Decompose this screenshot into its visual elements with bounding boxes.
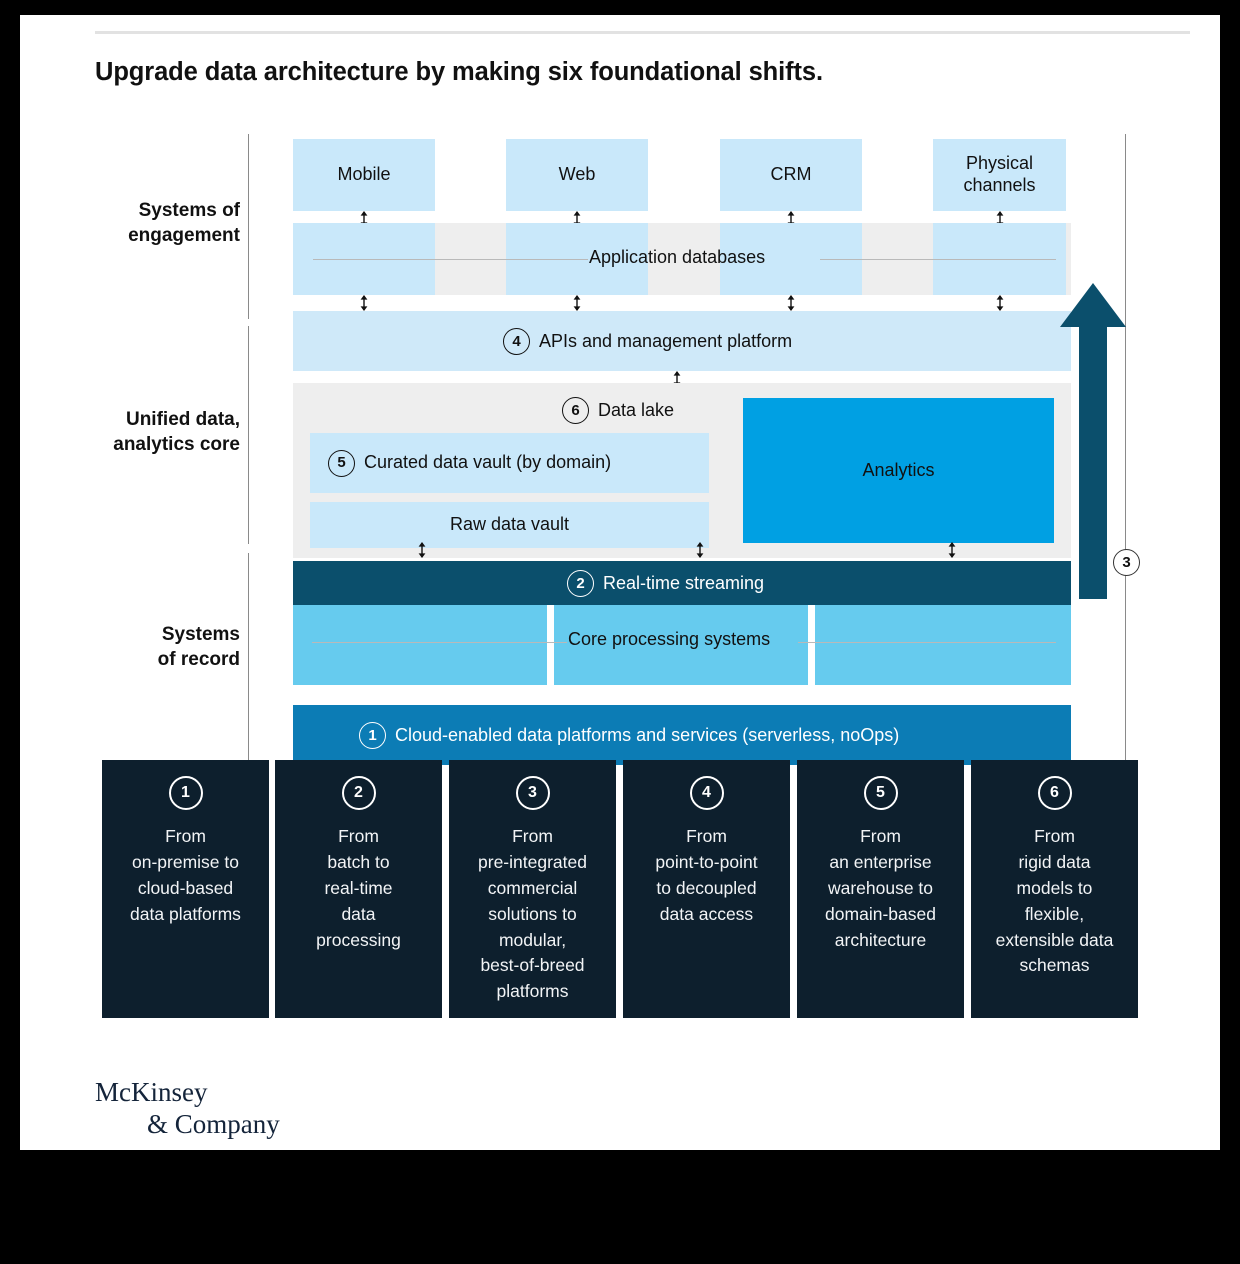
shift-card-6-text: From rigid data models to flexible, exte… — [995, 826, 1114, 976]
shift-card-2[interactable]: 2 From batch to real-time data processin… — [275, 760, 442, 1018]
shift-card-4-number: 4 — [689, 776, 724, 810]
real-time-streaming-label: 2 Real-time streaming — [567, 570, 764, 597]
marker-5: 5 — [328, 449, 355, 477]
shift-card-5-text: From an enterprise warehouse to domain-b… — [825, 826, 936, 950]
channel-box-crm[interactable]: CRM — [720, 139, 862, 211]
row-label-unified-data-analytics-core: Unified data, analytics core — [113, 409, 240, 456]
core-processing-cell-1[interactable] — [293, 605, 547, 685]
marker-3: 3 — [1113, 549, 1140, 576]
logo-line-1: McKinsey — [95, 1077, 208, 1107]
connector-arrow-analytics-stream — [946, 542, 958, 558]
real-time-streaming-label-text: Real-time streaming — [603, 573, 765, 593]
channel-box-mobile[interactable]: Mobile — [293, 139, 435, 211]
shift-card-5[interactable]: 5 From an enterprise warehouse to domain… — [797, 760, 964, 1018]
data-lake-label-text: Data lake — [598, 400, 675, 420]
connector-arrow-appdb-api-1 — [358, 295, 370, 311]
shift-card-6[interactable]: 6 From rigid data models to flexible, ex… — [971, 760, 1138, 1018]
channel-box-physical-channels[interactable]: Physical channels — [933, 139, 1066, 211]
shift-card-6-number: 6 — [1037, 776, 1072, 810]
row-label-systems-of-engagement: Systems of engagement — [128, 200, 240, 247]
connector-arrow-appdb-api-2 — [571, 295, 583, 311]
connector-arrow-appdb-api-4 — [994, 295, 1006, 311]
application-databases-label: Application databases — [589, 247, 766, 267]
transformation-arrow-icon — [1060, 283, 1126, 599]
shift-card-4-text: From point-to-point to decoupled data ac… — [655, 826, 758, 924]
marker-1: 1 — [359, 722, 386, 749]
core-processing-rule-right — [798, 642, 1056, 643]
data-lake-label: 6 Data lake — [562, 397, 674, 424]
top-divider-rule — [95, 31, 1190, 34]
poster-page: Upgrade data architecture by making six … — [20, 15, 1220, 1150]
shift-card-5-number: 5 — [863, 776, 898, 810]
apis-band-label: 4 APIs and management platform — [503, 328, 792, 355]
cloud-platform-label: 1 Cloud-enabled data platforms and servi… — [359, 722, 899, 749]
core-processing-rule-left — [312, 642, 567, 643]
shift-card-2-number: 2 — [341, 776, 376, 810]
core-processing-cell-3[interactable] — [815, 605, 1071, 685]
bracket-unified-core — [248, 326, 249, 544]
raw-data-vault-box[interactable]: Raw data vault — [310, 502, 709, 548]
cloud-platform-band[interactable] — [293, 705, 1071, 765]
shift-card-4[interactable]: 4 From point-to-point to decoupled data … — [623, 760, 790, 1018]
shift-card-3-text: From pre-integrated commercial solutions… — [478, 826, 587, 1002]
shift-card-3[interactable]: 3 From pre-integrated commercial solutio… — [449, 760, 616, 1018]
mckinsey-logo: McKinsey & Company — [95, 1077, 280, 1141]
core-processing-label: Core processing systems — [568, 629, 771, 649]
bracket-record — [248, 553, 249, 765]
row-label-systems-of-record: Systems of record — [157, 624, 240, 671]
shift-card-1-text: From on-premise to cloud-based data plat… — [130, 826, 241, 924]
channel-box-web[interactable]: Web — [506, 139, 648, 211]
shift-card-1-number: 1 — [168, 776, 203, 810]
apis-band[interactable] — [293, 311, 1071, 371]
shift-3-span-line — [1125, 134, 1126, 765]
marker-2: 2 — [567, 570, 594, 597]
curated-data-vault-label: 5 Curated data vault (by domain) — [328, 449, 612, 477]
curated-data-vault-label-text: Curated data vault (by domain) — [364, 452, 612, 473]
logo-line-2: & Company — [147, 1108, 280, 1139]
analytics-box[interactable]: Analytics — [743, 398, 1054, 543]
cloud-platform-label-text: Cloud-enabled data platforms and service… — [395, 725, 900, 745]
app-db-rule-left — [313, 259, 588, 260]
marker-6: 6 — [562, 397, 589, 424]
core-processing-cell-2[interactable] — [554, 605, 808, 685]
marker-4: 4 — [503, 328, 530, 355]
curated-data-vault-box[interactable]: 5 Curated data vault (by domain) — [310, 433, 709, 493]
real-time-streaming-band[interactable] — [293, 561, 1071, 605]
shift-card-3-number: 3 — [515, 776, 550, 810]
shift-card-2-text: From batch to real-time data processing — [316, 826, 401, 950]
connector-arrow-appdb-api-3 — [785, 295, 797, 311]
shift-card-1[interactable]: 1 From on-premise to cloud-based data pl… — [102, 760, 269, 1018]
app-db-rule-right — [820, 259, 1056, 260]
apis-label-text: APIs and management platform — [539, 331, 793, 351]
connector-arrow-rawvault-stream-1 — [416, 542, 428, 558]
architecture-diagram: Systems of engagement Unified data, anal… — [20, 15, 1220, 1150]
page-title: Upgrade data architecture by making six … — [95, 58, 823, 86]
connector-arrow-rawvault-stream-2 — [694, 542, 706, 558]
bracket-engagement — [248, 134, 249, 319]
